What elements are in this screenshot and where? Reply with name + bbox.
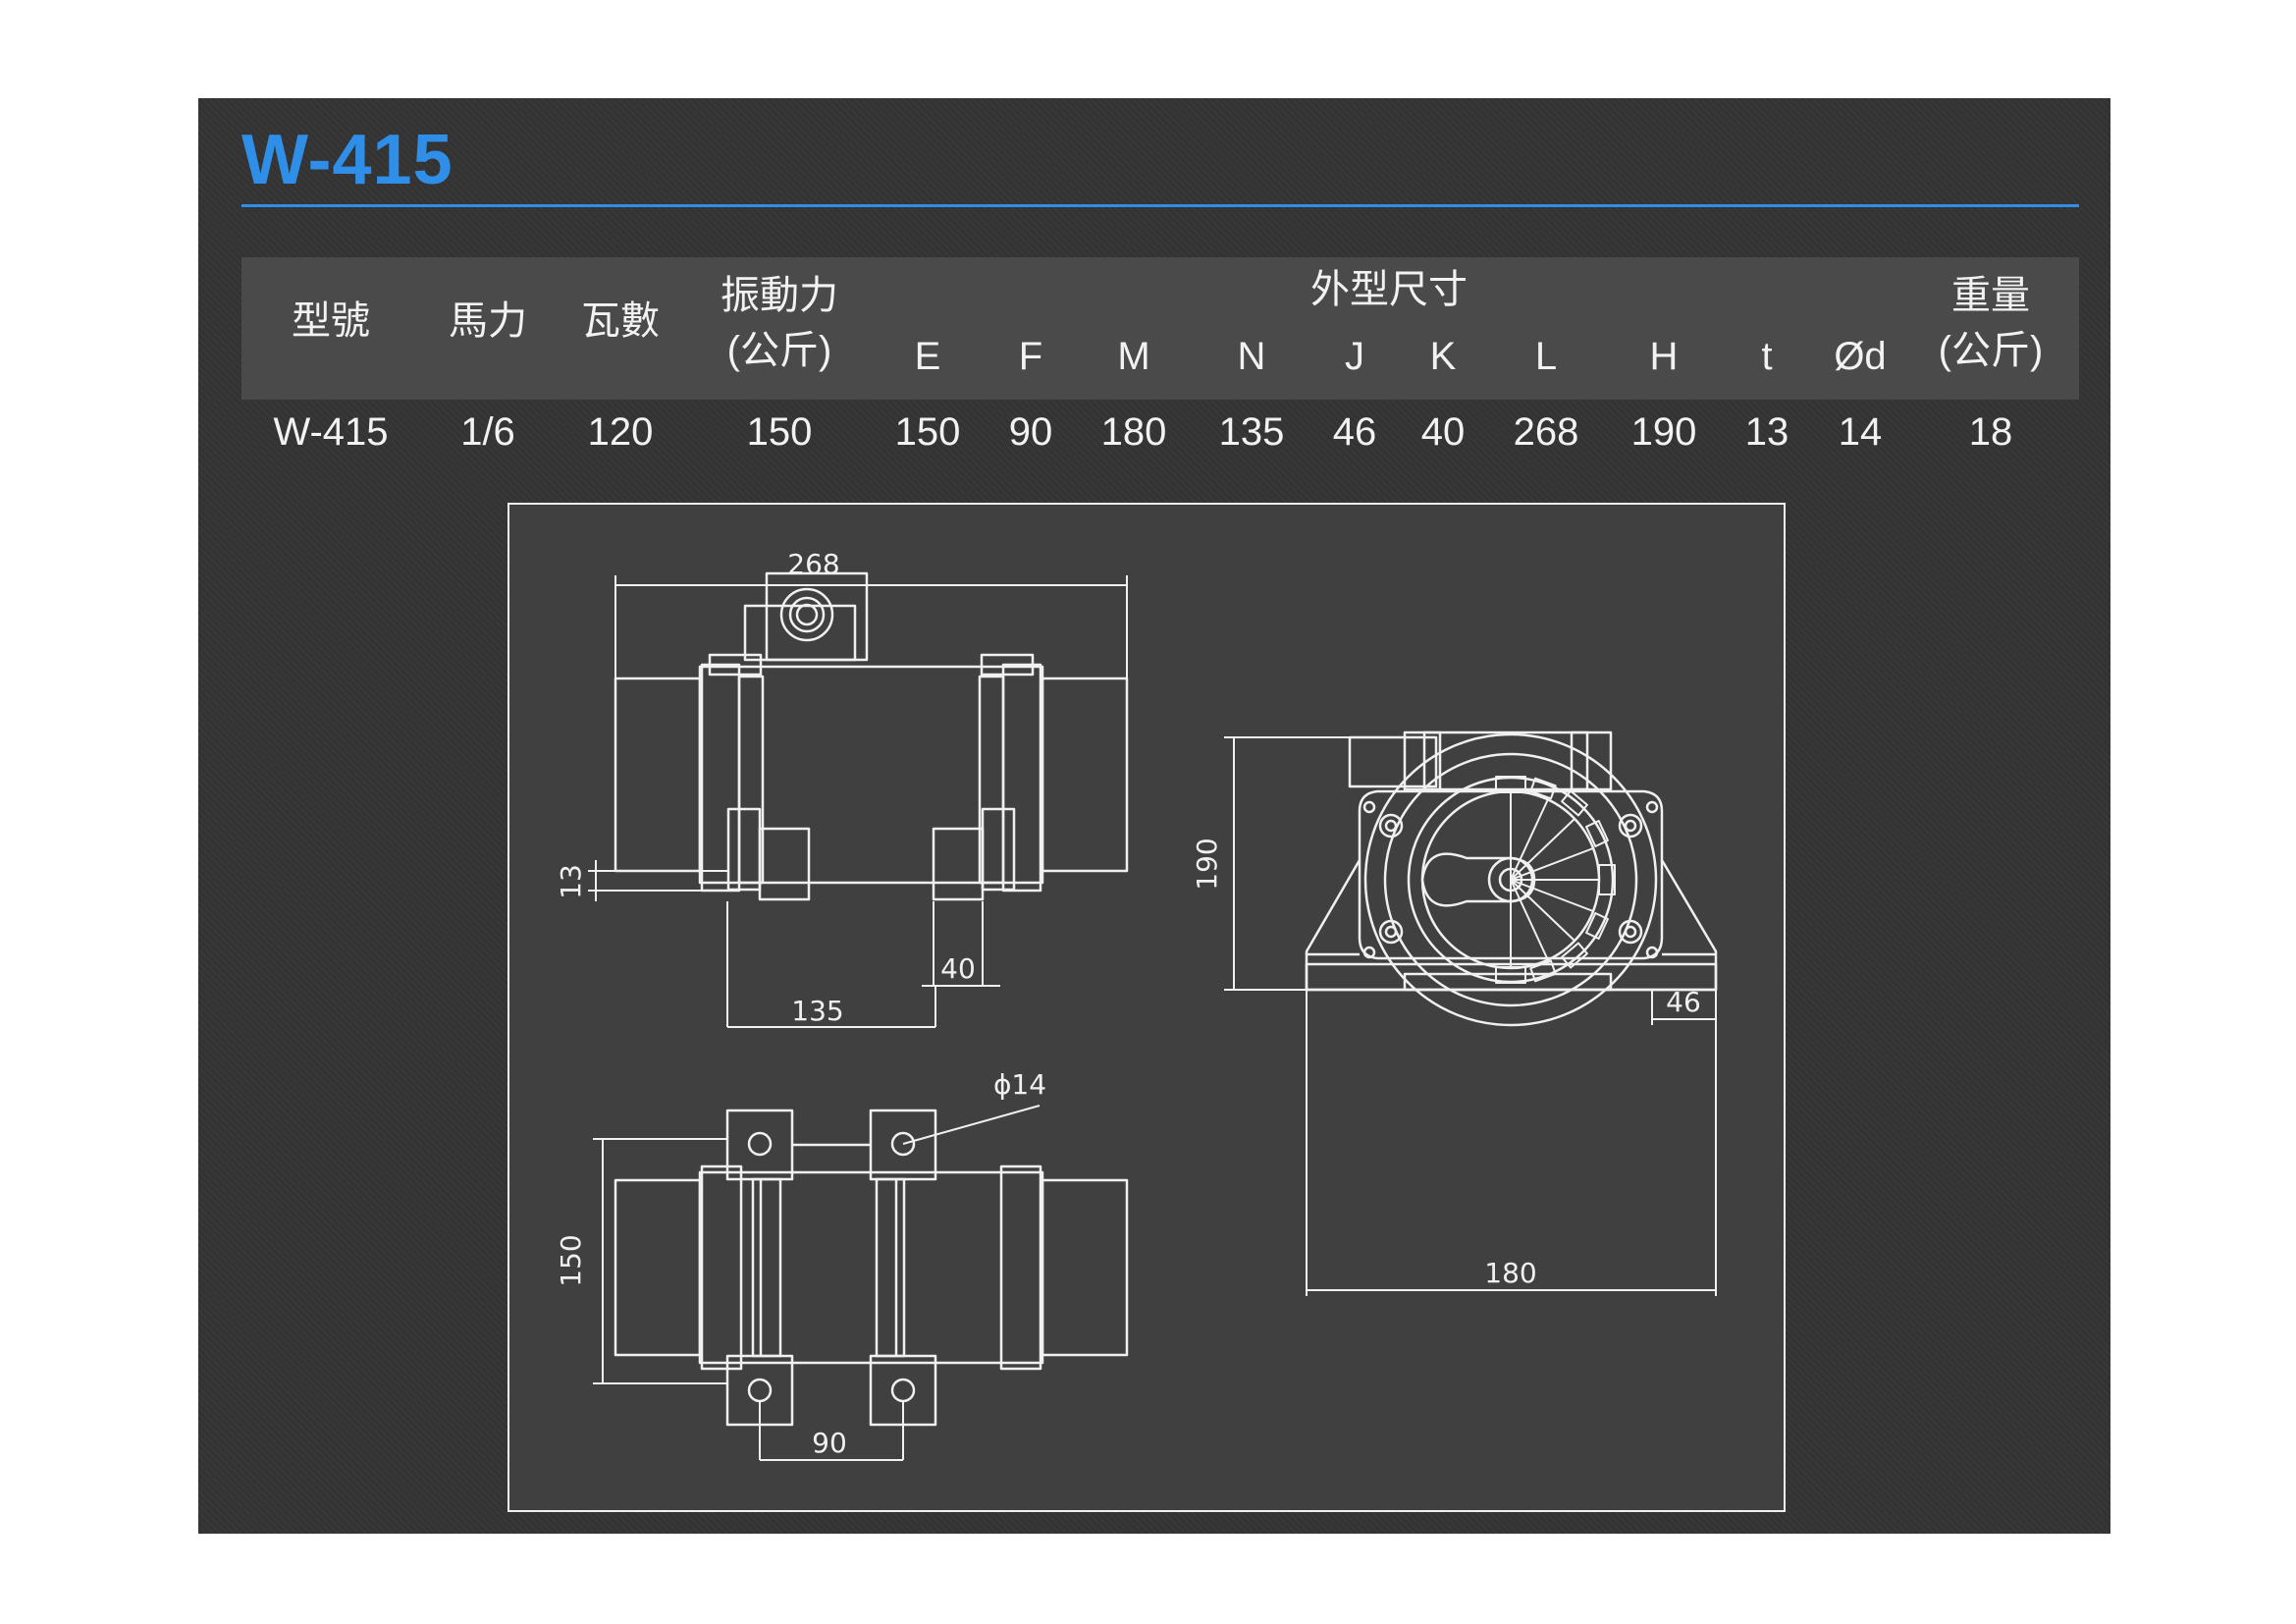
header-m: M: [1117, 335, 1150, 378]
cell-e: 150: [894, 410, 961, 454]
dimension-lines: [588, 575, 1717, 1461]
dim-m-label: 180: [1484, 1257, 1536, 1289]
header-weight: 重量: [1951, 274, 2030, 317]
dim-j-label: 46: [1666, 986, 1701, 1018]
cell-j: 46: [1332, 410, 1377, 454]
header-force: 振動力: [721, 274, 838, 317]
dim-h-label: 190: [1191, 838, 1223, 890]
header-j: J: [1345, 335, 1364, 378]
cell-l: 268: [1513, 410, 1579, 454]
dimension-labels: 268 13 40 135 ϕ14 150 90 190 46 180: [555, 548, 1701, 1459]
header-weight-unit: (公斤): [1938, 329, 2044, 372]
cell-watts: 120: [587, 410, 654, 454]
header-f: F: [1018, 335, 1043, 378]
header-hp: 馬力: [449, 299, 527, 343]
cell-m: 180: [1100, 410, 1167, 454]
dim-n-label: 135: [791, 995, 843, 1027]
table-header-band: [241, 257, 2079, 400]
drawing-svg: 268 13 40 135 ϕ14 150 90 190 46 180: [555, 548, 1718, 1461]
header-watts: 瓦數: [581, 299, 660, 343]
cell-hp: 1/6: [460, 410, 515, 454]
dim-t-label: 13: [555, 864, 587, 899]
header-h: H: [1649, 335, 1679, 378]
cell-model: W-415: [273, 410, 389, 454]
header-e: E: [914, 335, 941, 378]
dim-k-label: 40: [940, 952, 976, 985]
cell-k: 40: [1420, 410, 1466, 454]
cell-f: 90: [1008, 410, 1053, 454]
spec-panel: W-415 型號 馬力 瓦數 振動力 (公斤) 外型尺寸 重量 (公斤) E F…: [198, 98, 2110, 1534]
header-d: Ød: [1834, 335, 1887, 378]
title-underline: [241, 204, 2079, 207]
header-dimensions: 外型尺寸: [1310, 268, 1468, 311]
cell-d: 14: [1838, 410, 1883, 454]
cell-t: 13: [1744, 410, 1789, 454]
cell-force: 150: [746, 410, 813, 454]
header-l: L: [1534, 335, 1558, 378]
cell-h: 190: [1630, 410, 1697, 454]
dim-e-label: 150: [555, 1234, 587, 1286]
header-force-unit: (公斤): [726, 329, 832, 372]
motor-side-view: [1305, 731, 1718, 1027]
header-model: 型號: [292, 299, 370, 343]
technical-drawing: 268 13 40 135 ϕ14 150 90 190 46 180: [507, 503, 1786, 1512]
motor-front-view: [614, 571, 1129, 901]
cell-weight: 18: [1968, 410, 2013, 454]
dim-l-label: 268: [787, 548, 839, 580]
header-k: K: [1429, 335, 1457, 378]
model-title: W-415: [241, 121, 454, 199]
header-n: N: [1237, 335, 1266, 378]
dim-f-label: 90: [812, 1427, 847, 1459]
motor-plan-view: [614, 1109, 1129, 1427]
cell-n: 135: [1218, 410, 1285, 454]
header-t: t: [1761, 335, 1773, 378]
dim-d-label: ϕ14: [993, 1068, 1046, 1101]
